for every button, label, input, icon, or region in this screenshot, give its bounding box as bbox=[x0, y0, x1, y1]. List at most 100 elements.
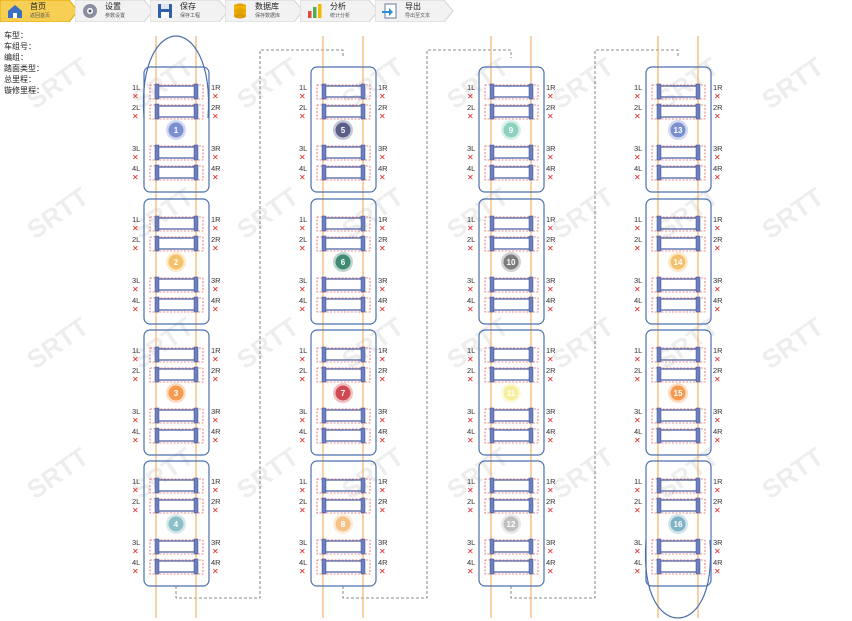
wheelset[interactable] bbox=[651, 235, 706, 252]
car-13[interactable]: 1L✕1R✕2L✕2R✕3L✕3R✕4L✕4R✕13 bbox=[634, 66, 723, 193]
wheelset[interactable] bbox=[484, 407, 539, 424]
wheelset[interactable] bbox=[316, 427, 371, 444]
wheelset[interactable] bbox=[316, 276, 371, 293]
wheelset-frame bbox=[651, 216, 706, 232]
car-8[interactable]: 1L✕1R✕2L✕2R✕3L✕3R✕4L✕4R✕8 bbox=[299, 460, 388, 587]
wheelset[interactable] bbox=[651, 144, 706, 161]
wheelset[interactable] bbox=[651, 83, 706, 100]
wheelset[interactable] bbox=[316, 215, 371, 232]
wheel-right bbox=[193, 276, 199, 293]
wheelset[interactable] bbox=[651, 346, 706, 363]
car-7[interactable]: 1L✕1R✕2L✕2R✕3L✕3R✕4L✕4R✕7 bbox=[299, 329, 388, 456]
car-15[interactable]: 1L✕1R✕2L✕2R✕3L✕3R✕4L✕4R✕15 bbox=[634, 329, 723, 456]
axle-label-left: 4L bbox=[299, 296, 307, 305]
toolbar-label: 分析 bbox=[330, 2, 346, 11]
wheelset[interactable] bbox=[484, 103, 539, 120]
wheelset[interactable] bbox=[149, 407, 204, 424]
wheelset[interactable] bbox=[316, 235, 371, 252]
wheelset[interactable] bbox=[316, 346, 371, 363]
wheelset[interactable] bbox=[149, 296, 204, 313]
car-14[interactable]: 1L✕1R✕2L✕2R✕3L✕3R✕4L✕4R✕14 bbox=[634, 198, 723, 325]
wheelset[interactable] bbox=[316, 366, 371, 383]
wheelset[interactable] bbox=[149, 558, 204, 575]
car-2[interactable]: 1L✕1R✕2L✕2R✕3L✕3R✕4L✕4R✕2 bbox=[132, 198, 221, 325]
axle-label-left: 1L bbox=[634, 477, 642, 486]
wheelset[interactable] bbox=[316, 558, 371, 575]
wheelset[interactable] bbox=[651, 558, 706, 575]
wheelset[interactable] bbox=[484, 235, 539, 252]
wheelset[interactable] bbox=[149, 83, 204, 100]
wheelset[interactable] bbox=[484, 83, 539, 100]
wheelset[interactable] bbox=[149, 538, 204, 555]
axle-label-left: 2L bbox=[132, 103, 140, 112]
wheelset[interactable] bbox=[484, 538, 539, 555]
wheelset[interactable] bbox=[484, 215, 539, 232]
wheelset[interactable] bbox=[316, 103, 371, 120]
wheelset[interactable] bbox=[149, 366, 204, 383]
car-9[interactable]: 1L✕1R✕2L✕2R✕3L✕3R✕4L✕4R✕9 bbox=[467, 66, 556, 193]
wheelset[interactable] bbox=[484, 144, 539, 161]
car-6[interactable]: 1L✕1R✕2L✕2R✕3L✕3R✕4L✕4R✕6 bbox=[299, 198, 388, 325]
car-10[interactable]: 1L✕1R✕2L✕2R✕3L✕3R✕4L✕4R✕10 bbox=[467, 198, 556, 325]
wheelset[interactable] bbox=[316, 477, 371, 494]
toolbar-export-button[interactable]: 导出导出至文本 bbox=[375, 0, 455, 22]
toolbar-save-button[interactable]: 保存保存工程 bbox=[150, 0, 230, 22]
car-11[interactable]: 1L✕1R✕2L✕2R✕3L✕3R✕4L✕4R✕11 bbox=[467, 329, 556, 456]
toolbar-analysis-button[interactable]: 分析统计分析 bbox=[300, 0, 380, 22]
wheel-right bbox=[360, 346, 366, 363]
wheelset[interactable] bbox=[149, 427, 204, 444]
wheelset[interactable] bbox=[651, 276, 706, 293]
wheelset-frame bbox=[149, 277, 204, 293]
wheelset[interactable] bbox=[149, 346, 204, 363]
wheelset[interactable] bbox=[316, 497, 371, 514]
wheelset[interactable] bbox=[316, 407, 371, 424]
toolbar-home-button[interactable]: 首页返回首页 bbox=[0, 0, 80, 22]
wheelset[interactable] bbox=[149, 103, 204, 120]
wheelset[interactable] bbox=[149, 164, 204, 181]
wheelset[interactable] bbox=[651, 103, 706, 120]
axle-label-right: 2R bbox=[546, 366, 556, 375]
toolbar-settings-button[interactable]: 设置参数设置 bbox=[75, 0, 155, 22]
wheelset[interactable] bbox=[149, 276, 204, 293]
car-1[interactable]: 1L✕1R✕2L✕2R✕3L✕3R✕4L✕4R✕1 bbox=[132, 66, 221, 193]
car-5[interactable]: 1L✕1R✕2L✕2R✕3L✕3R✕4L✕4R✕5 bbox=[299, 66, 388, 193]
wheelset[interactable] bbox=[316, 538, 371, 555]
wheelset[interactable] bbox=[651, 497, 706, 514]
wheelset[interactable] bbox=[149, 144, 204, 161]
axle-label-left: 2L bbox=[634, 366, 642, 375]
wheelset[interactable] bbox=[484, 497, 539, 514]
fault-mark: ✕ bbox=[132, 375, 139, 384]
wheelset[interactable] bbox=[651, 164, 706, 181]
wheelset[interactable] bbox=[484, 366, 539, 383]
wheelset[interactable] bbox=[316, 83, 371, 100]
car-12[interactable]: 1L✕1R✕2L✕2R✕3L✕3R✕4L✕4R✕12 bbox=[467, 460, 556, 587]
car-4[interactable]: 1L✕1R✕2L✕2R✕3L✕3R✕4L✕4R✕4 bbox=[132, 460, 221, 587]
wheelset[interactable] bbox=[149, 215, 204, 232]
wheelset[interactable] bbox=[651, 427, 706, 444]
wheel-left bbox=[321, 164, 327, 181]
wheelset[interactable] bbox=[651, 215, 706, 232]
wheelset[interactable] bbox=[484, 427, 539, 444]
wheelset[interactable] bbox=[149, 235, 204, 252]
wheelset[interactable] bbox=[316, 296, 371, 313]
wheelset[interactable] bbox=[484, 558, 539, 575]
wheelset[interactable] bbox=[651, 538, 706, 555]
car-3[interactable]: 1L✕1R✕2L✕2R✕3L✕3R✕4L✕4R✕3 bbox=[132, 329, 221, 456]
toolbar-database-button[interactable]: 数据库保存数据库 bbox=[225, 0, 305, 22]
wheelset[interactable] bbox=[484, 164, 539, 181]
car-16[interactable]: 1L✕1R✕2L✕2R✕3L✕3R✕4L✕4R✕16 bbox=[634, 460, 723, 587]
wheelset[interactable] bbox=[651, 296, 706, 313]
wheelset[interactable] bbox=[484, 477, 539, 494]
wheelset[interactable] bbox=[149, 497, 204, 514]
wheelset[interactable] bbox=[316, 144, 371, 161]
wheelset[interactable] bbox=[651, 477, 706, 494]
wheelset[interactable] bbox=[149, 477, 204, 494]
wheelset[interactable] bbox=[651, 407, 706, 424]
wheelset[interactable] bbox=[484, 296, 539, 313]
wheelset[interactable] bbox=[651, 366, 706, 383]
wheelset[interactable] bbox=[316, 164, 371, 181]
wheelset[interactable] bbox=[484, 276, 539, 293]
wheelset[interactable] bbox=[484, 346, 539, 363]
car-number: 6 bbox=[341, 258, 346, 267]
fault-mark: ✕ bbox=[634, 285, 641, 294]
